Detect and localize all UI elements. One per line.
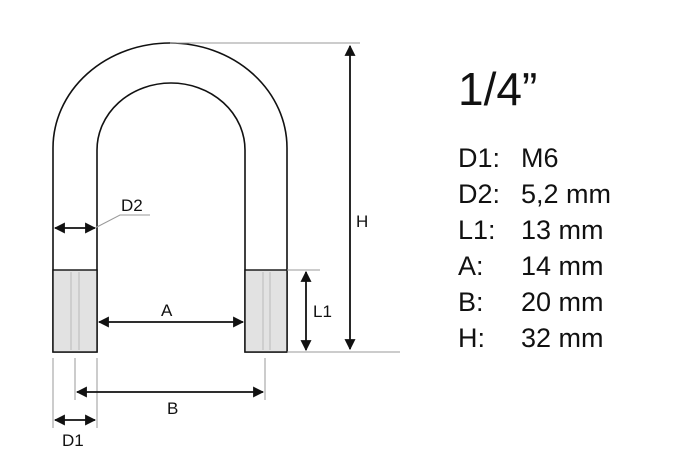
- spec-key: D1:: [458, 143, 501, 173]
- spec-row-d1: D1: M6: [458, 140, 611, 176]
- spec-key: B:: [458, 287, 484, 317]
- left-thread: [52, 269, 98, 353]
- spec-table: D1: M6 D2: 5,2 mm L1: 13 mm A: 14 mm B: 20 mm…: [458, 140, 611, 356]
- spec-value: 5,2 mm: [521, 179, 612, 209]
- d2-leader-line: [94, 214, 150, 229]
- spec-value: M6: [521, 143, 559, 173]
- spec-key: D2:: [458, 179, 501, 209]
- a-dimension-label: A: [161, 301, 173, 320]
- spec-row-h: H: 32 mm: [458, 320, 611, 356]
- spec-row-l1: L1: 13 mm: [458, 212, 611, 248]
- l1-dimension-label: L1: [313, 302, 332, 321]
- spec-value: 32 mm: [521, 323, 604, 353]
- h-dimension-label: H: [356, 212, 368, 231]
- spec-row-a: A: 14 mm: [458, 248, 611, 284]
- d1-dimension-label: D1: [62, 431, 84, 450]
- spec-key: A:: [458, 251, 484, 281]
- spec-row-b: B: 20 mm: [458, 284, 611, 320]
- spec-value: 14 mm: [521, 251, 604, 281]
- right-thread: [244, 269, 288, 353]
- spec-key: H:: [458, 323, 485, 353]
- spec-value: 20 mm: [521, 287, 604, 317]
- d2-dimension-label: D2: [121, 196, 143, 215]
- spec-key: L1:: [458, 215, 496, 245]
- b-dimension-label: B: [167, 399, 178, 418]
- spec-row-d2: D2: 5,2 mm: [458, 176, 611, 212]
- size-title: 1/4”: [458, 63, 538, 115]
- spec-value: 13 mm: [521, 215, 604, 245]
